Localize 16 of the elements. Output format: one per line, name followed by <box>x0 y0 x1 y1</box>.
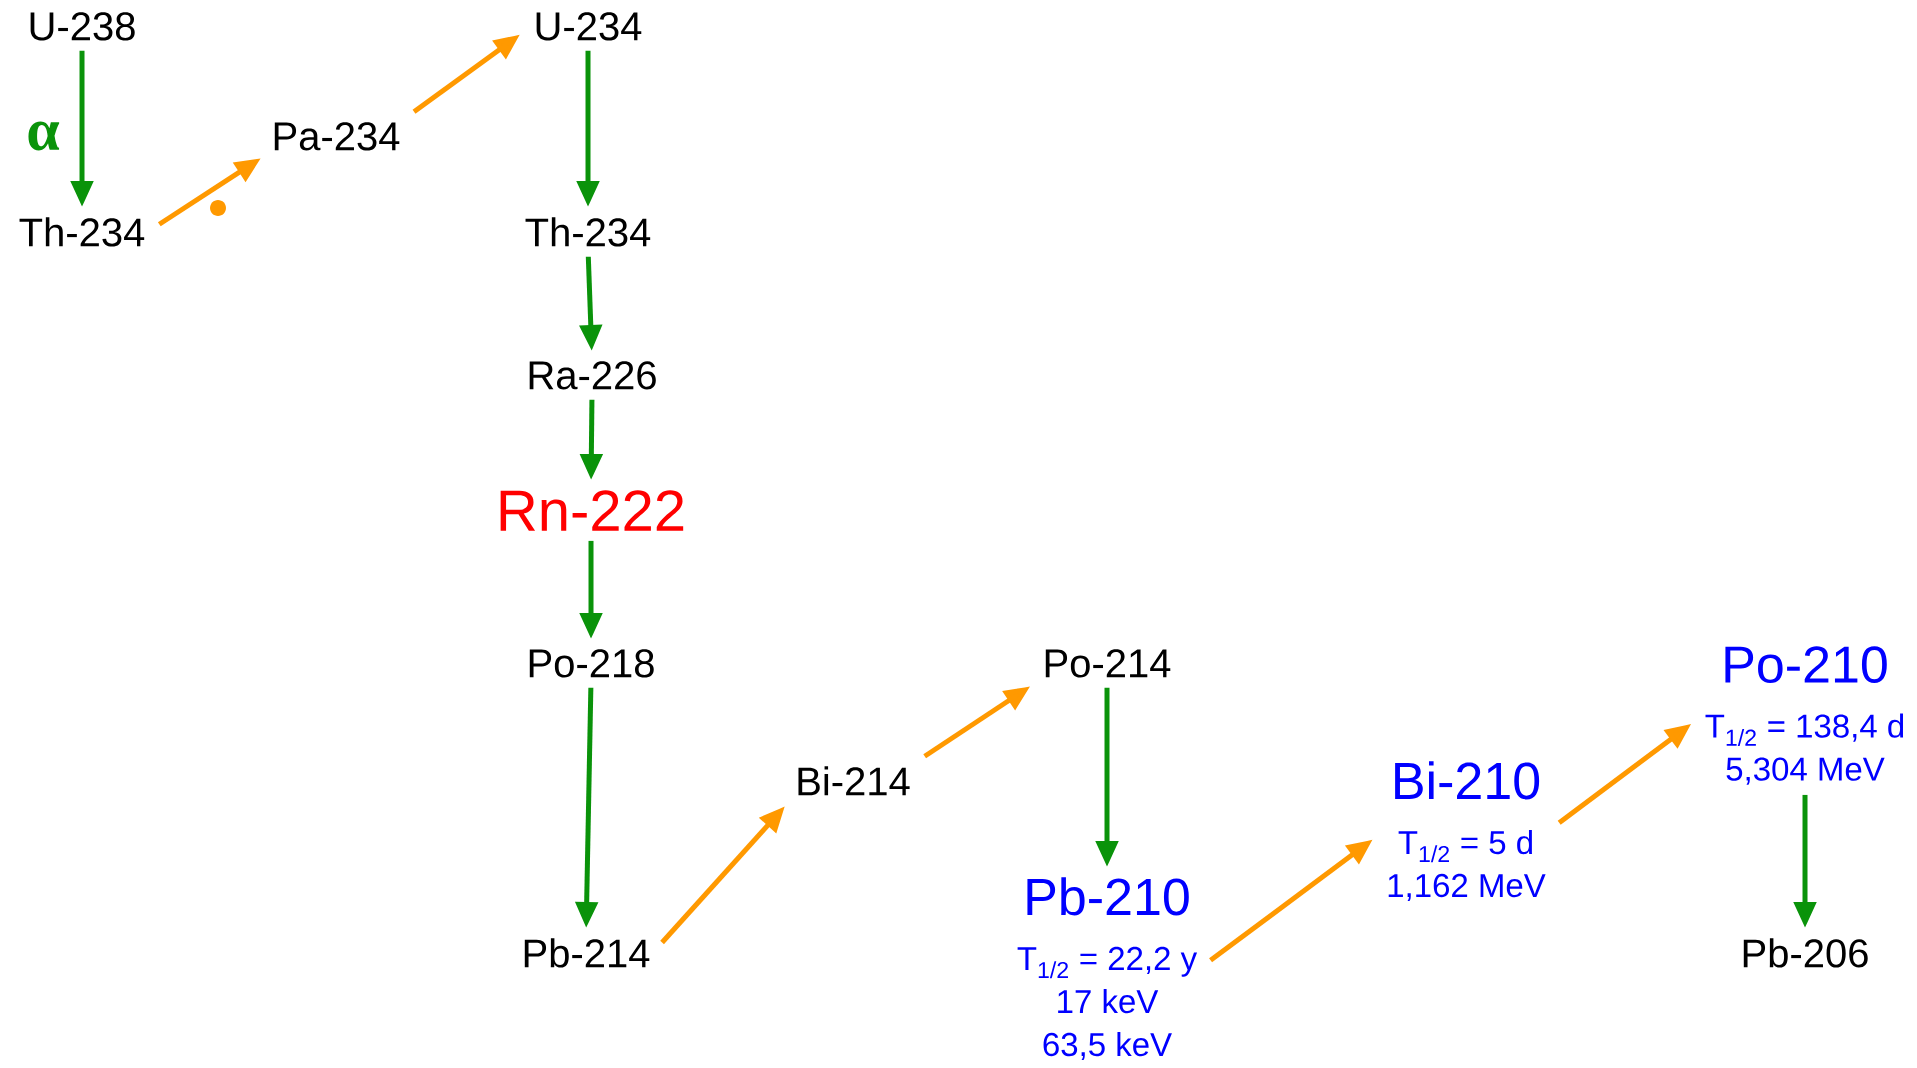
nuclide-label: Pb-214 <box>524 938 650 968</box>
nuclide-label: U-234 <box>536 12 642 41</box>
nuclide-label: Th-234 <box>19 217 145 247</box>
nuclide-label: U-238 <box>30 12 135 41</box>
nuclide-label: Po-218 <box>529 649 654 678</box>
nuclide-label: Th-234 <box>525 217 651 247</box>
nuclide-label: Pb-206 <box>1743 938 1868 968</box>
nuclide-label: Ra-226 <box>529 361 656 390</box>
nuclide-label: Pa-234 <box>274 122 400 151</box>
alpha-symbol: α <box>28 121 60 151</box>
nuclide-label: Po-210 T$_{1/2}$ = 138,4 d 5,304 MeV <box>1705 646 1904 785</box>
nuclide-label: Bi-210 T$_{1/2}$ = 5 d 1,162 MeV <box>1388 761 1546 902</box>
nuclide-label: Rn-222 <box>500 490 684 531</box>
nuclide-label: Bi-214 <box>798 766 910 796</box>
nuclide-label: Po-214 <box>1045 649 1171 678</box>
nuclide-label: Pb-210 T$_{1/2}$ = 22,2 y 17 keV 63,5 keV <box>1017 877 1198 1061</box>
